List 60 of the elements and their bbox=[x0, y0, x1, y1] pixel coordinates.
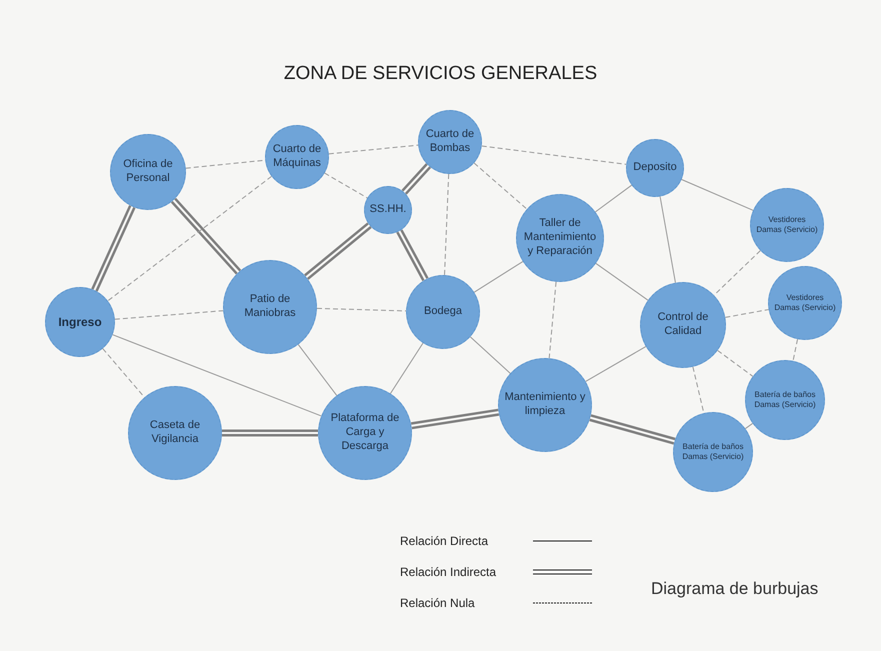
node-label: Caseta de Vigilancia bbox=[148, 419, 202, 447]
connector-line bbox=[298, 344, 338, 396]
connector-line bbox=[316, 308, 407, 312]
legend-label: Relación Nula bbox=[400, 597, 475, 609]
connector-line bbox=[470, 336, 511, 374]
node-label: Vestidores Damas (Servicio) bbox=[773, 293, 837, 313]
connector-line bbox=[724, 309, 770, 318]
node-label: Batería de baños Damas (Servicio) bbox=[753, 390, 817, 410]
connector-line bbox=[588, 414, 676, 445]
connector-line bbox=[91, 204, 136, 292]
connector-line bbox=[304, 222, 372, 280]
node-label: Cuarto de Máquinas bbox=[272, 143, 322, 171]
node-label: Oficina de Personal bbox=[122, 158, 174, 186]
node-label: Control de Calidad bbox=[656, 311, 710, 339]
node-label: Deposito bbox=[633, 161, 677, 175]
connector-line bbox=[102, 348, 145, 398]
connector-line bbox=[481, 146, 627, 165]
connector-line bbox=[170, 197, 242, 275]
connector-line bbox=[744, 422, 754, 430]
connector-line bbox=[717, 350, 754, 377]
bubble-node bbox=[45, 287, 115, 357]
node-label: Bodega bbox=[424, 305, 462, 319]
connector-line bbox=[792, 338, 798, 362]
node-label: SS.HH. bbox=[370, 203, 406, 217]
node-label: Taller de Mantenimiento y Reparación bbox=[522, 217, 598, 259]
connector-line bbox=[401, 162, 432, 196]
connector-line bbox=[594, 184, 632, 212]
node-label: Ingreso bbox=[58, 314, 102, 330]
connector-line bbox=[548, 281, 557, 359]
connector-line bbox=[660, 196, 676, 284]
connector-line bbox=[112, 334, 322, 416]
connector-line bbox=[410, 408, 500, 430]
legend-label: Relación Indirecta bbox=[400, 566, 496, 578]
connector-line bbox=[396, 228, 429, 282]
connector-line bbox=[714, 250, 761, 296]
node-label: Plataforma de Carga y Descarga bbox=[330, 412, 400, 454]
node-label: Batería de baños Damas (Servicio) bbox=[681, 442, 745, 462]
diagram-title: ZONA DE SERVICIOS GENERALES bbox=[282, 62, 598, 86]
connector-line bbox=[324, 172, 368, 198]
node-label: Vestidores Damas (Servicio) bbox=[755, 215, 819, 235]
node-label: Patio de Maniobras bbox=[243, 293, 297, 321]
node-label: Mantenimiento y limpieza bbox=[504, 391, 586, 419]
connector-line bbox=[444, 173, 450, 276]
connector-line bbox=[474, 162, 528, 210]
connector-line bbox=[595, 262, 648, 301]
connector-line bbox=[107, 176, 272, 302]
connector-line bbox=[681, 179, 754, 211]
diagram-caption: Diagrama de burbujas bbox=[651, 578, 818, 600]
bubble-node bbox=[418, 110, 482, 174]
connector-line bbox=[114, 310, 224, 320]
bubble-node bbox=[406, 275, 480, 349]
connector-line bbox=[474, 261, 524, 293]
legend-label: Relación Directa bbox=[400, 535, 488, 547]
connector-line bbox=[328, 144, 419, 154]
connector-line bbox=[692, 366, 704, 414]
connector-line bbox=[585, 346, 646, 382]
bubble-node bbox=[364, 186, 412, 234]
connector-line bbox=[390, 342, 424, 394]
node-label: Cuarto de Bombas bbox=[424, 128, 476, 156]
connector-line bbox=[220, 429, 320, 437]
